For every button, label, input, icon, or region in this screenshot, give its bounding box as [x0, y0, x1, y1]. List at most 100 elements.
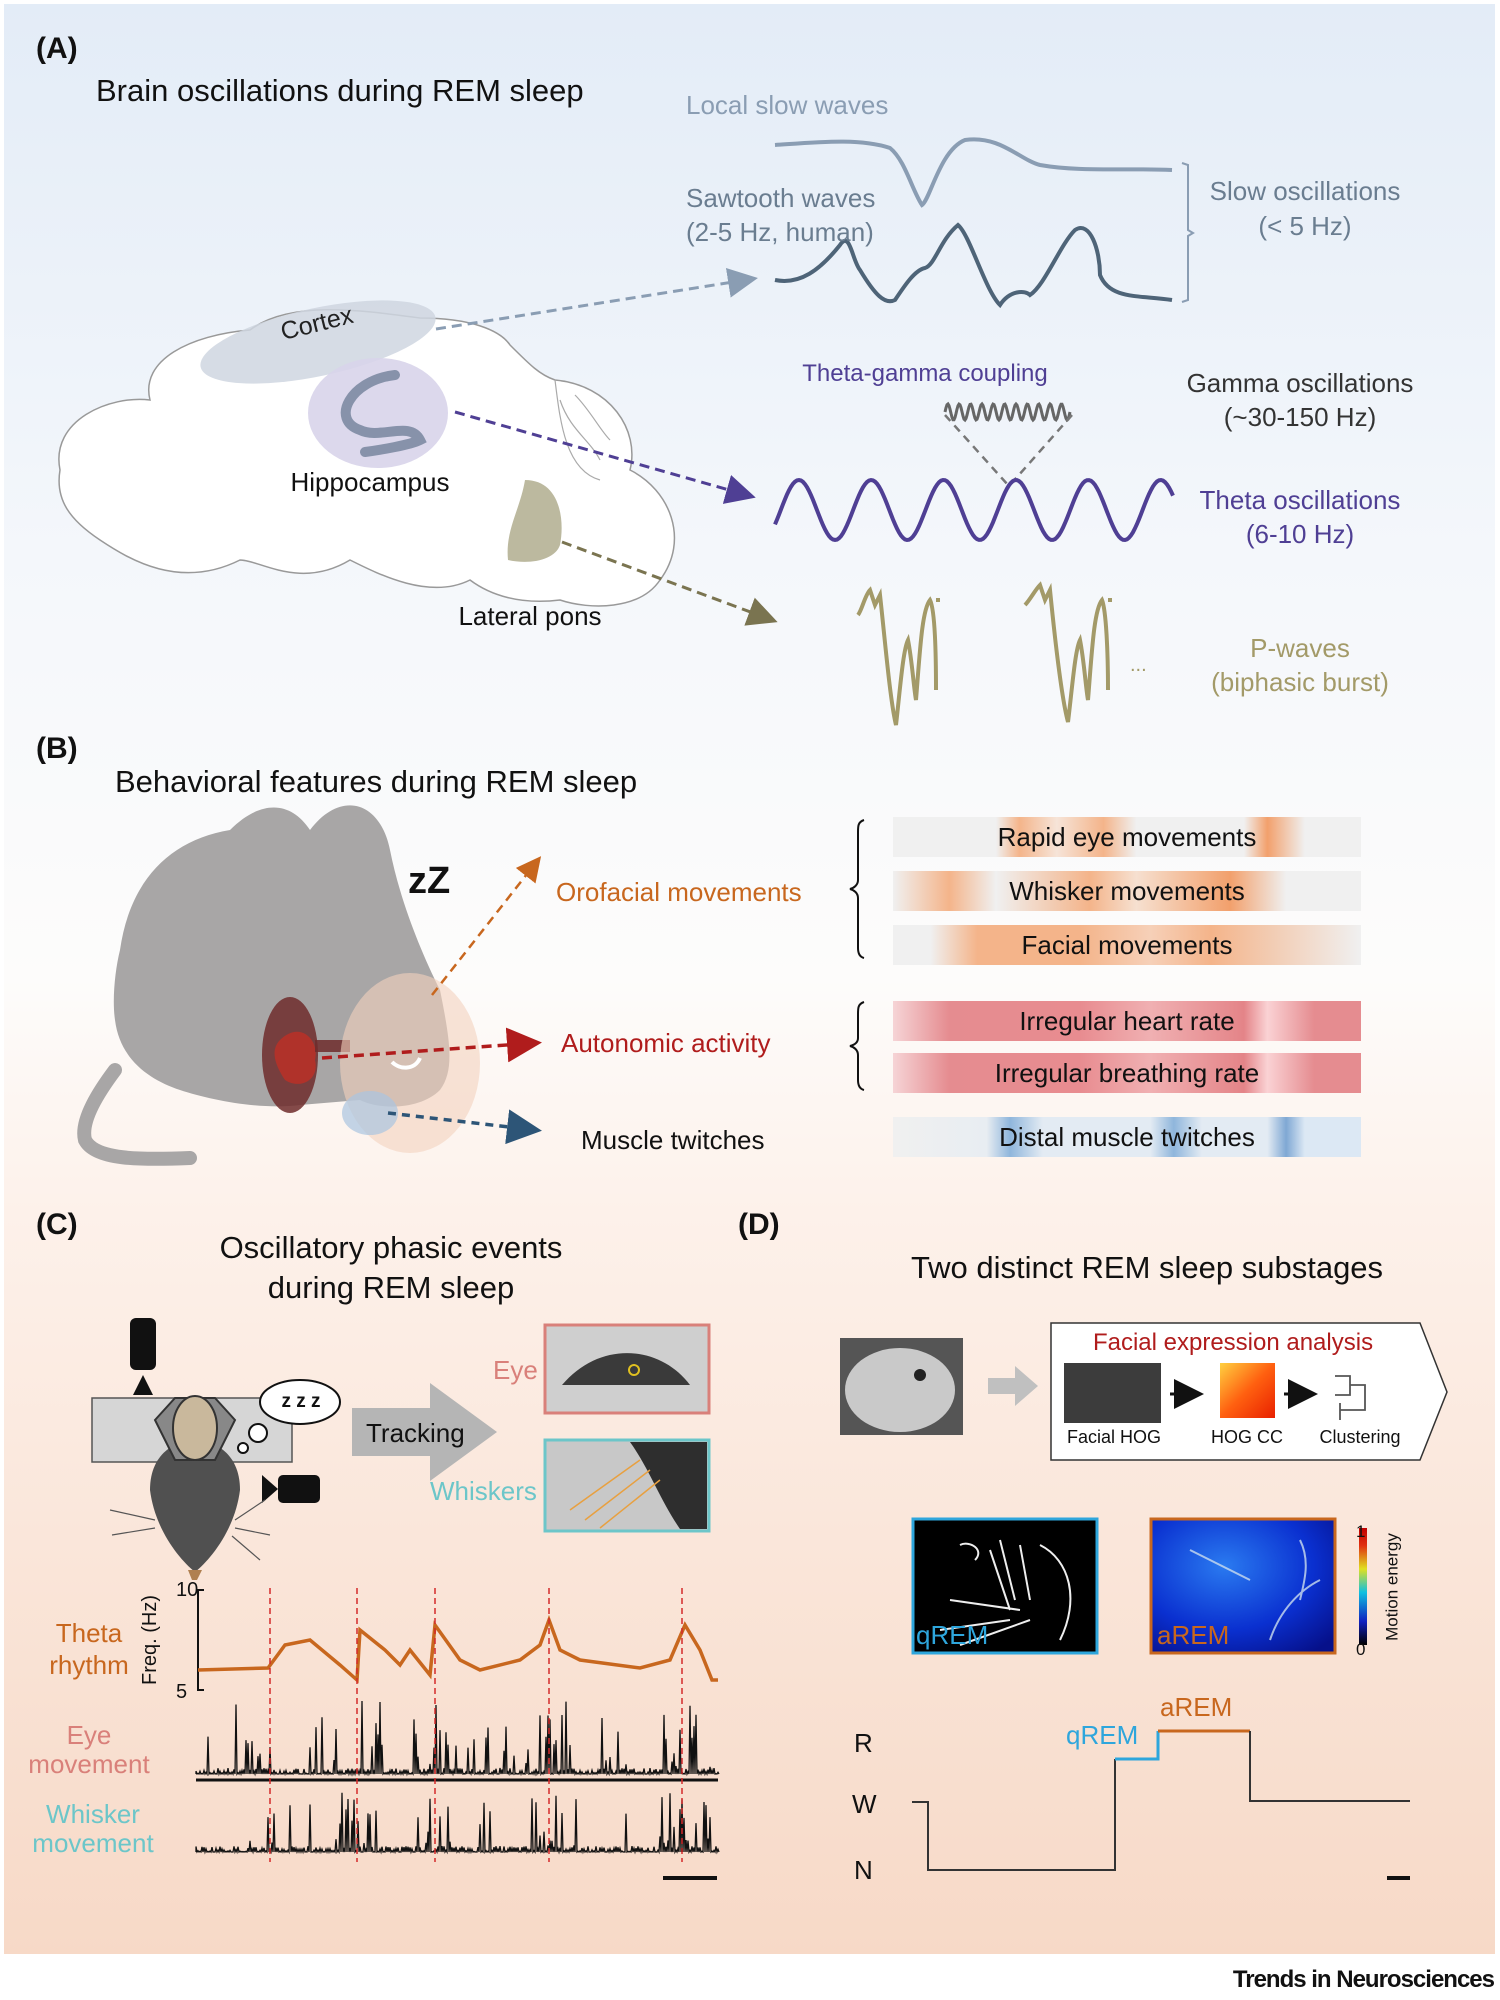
sleeping-mouse-silhouette — [77, 805, 480, 1166]
feature-label: Irregular heart rate — [1019, 1005, 1235, 1036]
freq-axis — [197, 1589, 204, 1691]
eye-image-label: Eye — [493, 1355, 538, 1385]
sleep-bubble-text: z z z — [281, 1391, 321, 1412]
whisker-movement-label-line2: movement — [32, 1828, 154, 1858]
eye-tracking-image — [543, 1323, 711, 1415]
orofacial-bracket — [849, 819, 865, 959]
step-clustering: Clustering — [1319, 1427, 1401, 1447]
feature-bar-rapid-eye-movements: Rapid eye movements — [893, 817, 1361, 857]
theta-rhythm-label-line2: rhythm — [49, 1650, 129, 1680]
slow-oscillations-label-line1: Slow oscillations — [1209, 176, 1401, 206]
step-hog-cc: HOG CC — [1211, 1427, 1283, 1447]
coupling-dash-left — [944, 414, 1009, 486]
panel-b-title: Behavioral features during REM sleep — [115, 764, 638, 799]
gamma-label-line1: Gamma oscillations — [1186, 368, 1414, 398]
feature-bar-distal-muscle-twitches: Distal muscle twitches — [893, 1117, 1361, 1157]
theta-label-line2: (6-10 Hz) — [1245, 519, 1355, 549]
mouse-face-photo — [840, 1338, 963, 1435]
hypnogram-arem-label: aREM — [1160, 1692, 1233, 1722]
feature-label: Distal muscle twitches — [999, 1121, 1255, 1152]
freq-axis-label: Freq. (Hz) — [139, 1595, 161, 1685]
panel-b-label: (B) — [36, 732, 78, 765]
tracking-arrow-shape — [352, 1383, 497, 1481]
local-slow-waves-label: Local slow waves — [686, 90, 889, 120]
cortex-region — [200, 300, 436, 384]
feature-bar-facial-movements: Facial movements — [893, 925, 1361, 965]
hippocampus-arrow — [454, 410, 756, 504]
hypnogram-state-r: R — [854, 1728, 873, 1758]
p-waves-label-line2: (biphasic burst) — [1211, 667, 1389, 697]
orofacial-arrow — [431, 856, 542, 996]
photo-to-analysis-arrow — [988, 1366, 1038, 1406]
colorbar-tick-0: 0 — [1356, 1640, 1366, 1659]
sawtooth-label-line2: (2-5 Hz, human) — [686, 217, 874, 247]
freq-tick-10: 10 — [176, 1579, 199, 1601]
autonomic-activity-label: Autonomic activity — [561, 1028, 771, 1058]
feature-label: Whisker movements — [1009, 875, 1245, 906]
theta-rhythm-label-line1: Theta — [55, 1618, 123, 1648]
hypnogram-trace-wake-nrem — [912, 1759, 1116, 1871]
feature-label: Facial movements — [1021, 929, 1233, 960]
autonomic-bracket — [849, 1001, 865, 1091]
gamma-oscillation-trace — [943, 401, 1072, 423]
panel-c-title-line2: during REM sleep — [267, 1270, 515, 1305]
muscle-arrow — [387, 1109, 542, 1145]
eyeTrace-path — [195, 1700, 720, 1777]
slow-oscillations-label-line2: (< 5 Hz) — [1258, 211, 1352, 241]
pons-arrow — [561, 540, 778, 626]
theta-rhythm-trace — [197, 1614, 718, 1684]
eye-movement-trace — [195, 1700, 720, 1777]
feature-bar-whisker-movements: Whisker movements — [893, 871, 1361, 911]
panel-a-label: (A) — [36, 32, 78, 65]
whisker-movement-label-line1: Whisker — [46, 1799, 140, 1829]
lateral-pons-label: Lateral pons — [458, 601, 602, 631]
p-waves-label-line1: P-waves — [1250, 633, 1350, 663]
head-fixed-mouse-setup — [91, 1318, 341, 1580]
panel-d-title: Two distinct REM sleep substages — [910, 1250, 1384, 1285]
hippocampus-label: Hippocampus — [290, 467, 450, 497]
sleep-zz-icon: zZ — [408, 860, 451, 902]
arem-motion-lines — [1189, 1539, 1321, 1641]
orofacial-movements-label: Orofacial movements — [556, 877, 802, 907]
step-facial-hog: Facial HOG — [1066, 1427, 1162, 1447]
hypnogram-qrem-label: qREM — [1066, 1720, 1139, 1750]
coupling-dash-right — [1009, 414, 1073, 486]
whiskers-image-label: Whiskers — [430, 1476, 537, 1506]
sawtooth-wave-trace — [774, 222, 1173, 309]
whisker-tracking-image — [543, 1438, 711, 1533]
eye-movement-label-line1: Eye — [66, 1720, 112, 1750]
autonomic-arrow — [321, 1027, 542, 1063]
facial-expression-analysis-title: Facial expression analysis — [1092, 1329, 1374, 1356]
theta-label-line1: Theta oscillations — [1199, 485, 1401, 515]
clustering-dendrogram-icon — [1335, 1375, 1366, 1420]
p-wave-ellipsis: ... — [1130, 654, 1147, 676]
hypnogram-state-n: N — [854, 1855, 873, 1885]
p-wave-bursts — [856, 581, 1112, 726]
whisker-movement-trace — [195, 1792, 720, 1855]
cortex-arrow — [435, 267, 758, 331]
phasic-event-markers — [269, 1588, 683, 1862]
motion-energy-colorbar — [1359, 1528, 1367, 1645]
qrem-image-label: qREM — [916, 1620, 989, 1650]
feature-bar-irregular-heart-rate: Irregular heart rate — [893, 1001, 1361, 1041]
hypnogram-state-w: W — [852, 1789, 877, 1819]
panel-c-title-line1: Oscillatory phasic events — [219, 1230, 563, 1265]
feature-label: Rapid eye movements — [997, 821, 1257, 852]
colorbar-tick-1: 1 — [1356, 1522, 1366, 1541]
freq-tick-5: 5 — [176, 1681, 188, 1703]
whiskerTrace-path — [195, 1792, 720, 1855]
theta-gamma-coupling-label: Theta-gamma coupling — [802, 360, 1048, 387]
muscle-twitches-label: Muscle twitches — [581, 1125, 765, 1155]
facial-hog-image — [1064, 1363, 1161, 1423]
gamma-label-line2: (~30-150 Hz) — [1223, 402, 1377, 432]
pons-region — [507, 480, 562, 562]
eye-movement-label-line2: movement — [28, 1749, 150, 1779]
sawtooth-label-line1: Sawtooth waves — [686, 183, 876, 213]
panel-c-label: (C) — [36, 1208, 78, 1241]
journal-footer: Trends in Neurosciences — [1232, 1966, 1495, 1993]
arem-image-label: aREM — [1157, 1620, 1230, 1650]
hog-cc-matrix — [1220, 1363, 1275, 1418]
feature-label: Irregular breathing rate — [994, 1057, 1260, 1088]
panel-d-label: (D) — [738, 1208, 780, 1241]
